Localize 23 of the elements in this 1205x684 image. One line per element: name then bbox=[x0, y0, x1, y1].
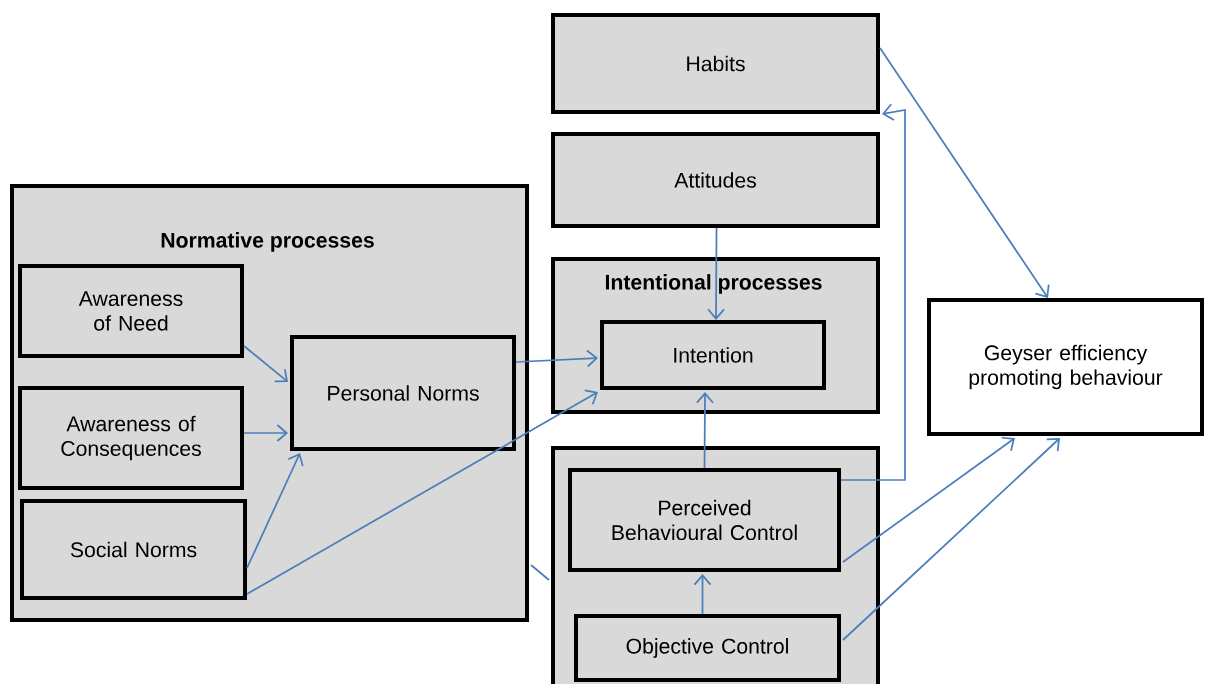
connector-line bbox=[530, 564, 550, 581]
arrow bbox=[243, 424, 288, 442]
concept-box: Awareness of Need bbox=[18, 264, 244, 358]
arrow bbox=[246, 453, 304, 569]
concept-box: Awareness of Consequences bbox=[18, 386, 244, 490]
concept-box: Personal Norms bbox=[290, 335, 516, 451]
arrow bbox=[693, 574, 712, 615]
arrow bbox=[879, 47, 1050, 298]
concept-box: Social Norms bbox=[20, 499, 247, 600]
arrow bbox=[246, 389, 598, 595]
arrow bbox=[696, 392, 714, 469]
concept-box: Habits bbox=[551, 13, 880, 114]
arrow bbox=[515, 349, 598, 368]
arrow bbox=[840, 103, 906, 481]
arrow bbox=[243, 345, 288, 383]
concept-box: Intention bbox=[600, 320, 826, 390]
concept-box: Perceived Behavioural Control bbox=[568, 468, 841, 572]
arrow bbox=[842, 436, 1015, 563]
arrow bbox=[707, 227, 725, 320]
arrow bbox=[842, 438, 1060, 641]
outcome-box: Geyser efficiency promoting behaviour bbox=[927, 298, 1204, 436]
concept-box: Objective Control bbox=[574, 614, 841, 682]
concept-box: Attitudes bbox=[551, 132, 880, 228]
